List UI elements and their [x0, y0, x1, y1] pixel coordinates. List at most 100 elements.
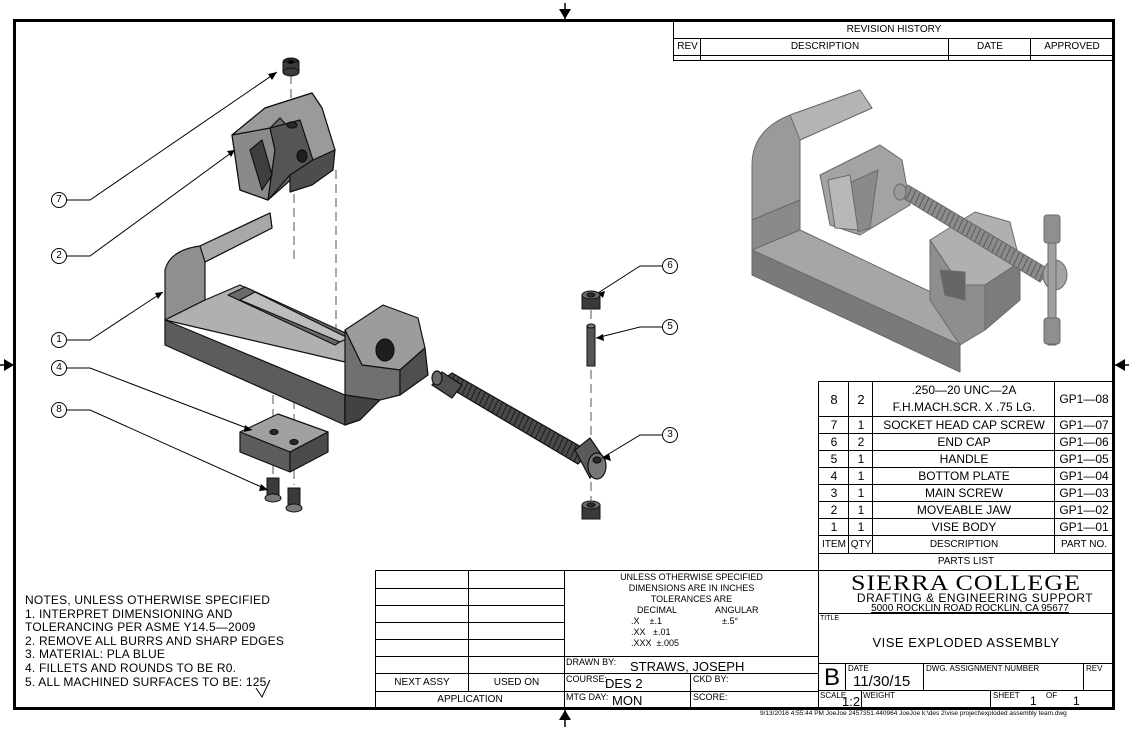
sheet-size: B [823, 664, 840, 691]
scale-label: SCALE [820, 691, 847, 700]
parts-row-partno: GP1—08 [1059, 392, 1109, 406]
end-caps [581, 290, 601, 520]
mtg-day-label: MTG DAY: [566, 692, 609, 702]
ckd-by-label: CKD BY: [693, 674, 729, 684]
title-block-lines [255, 20, 1114, 708]
leader-lines [66, 71, 663, 491]
note-line: 3. MATERIAL: PLA BLUE [25, 647, 166, 662]
of-label: OF [1046, 691, 1058, 700]
plot-stamp: 9/13/2016 4:55:44 PM JoeJoe 2457351.4409… [760, 710, 1067, 717]
balloon-7: 7 [56, 194, 62, 205]
rev-header: REV [677, 41, 698, 52]
balloon-6: 6 [667, 260, 673, 271]
note-line: NOTES, UNLESS OTHERWISE SPECIFIED [25, 593, 271, 607]
parts-row-item: 4 [830, 469, 838, 483]
parts-row-item: 5 [830, 452, 838, 466]
dwg-number-label: DWG. ASSIGNMENT NUMBER [926, 664, 1040, 673]
item-header: ITEM [822, 539, 846, 550]
leader-arrows [155, 72, 611, 491]
description-header: DESCRIPTION [929, 539, 999, 550]
parts-row-item: 3 [830, 486, 838, 500]
decimal-label: DECIMAL [637, 605, 678, 615]
assembled-view [751, 89, 1068, 373]
parts-row-desc: BOTTOM PLATE [918, 469, 1010, 483]
scale-value: 1:2 [842, 694, 861, 709]
parts-row-partno: GP1—03 [1059, 486, 1109, 500]
balloon-circles [51, 192, 678, 443]
decimal-tolerance: .X ±.1 [631, 616, 662, 626]
decimal-tolerance: .XX ±.01 [631, 627, 671, 637]
tolerance-heading: TOLERANCES ARE [650, 594, 733, 604]
note-line: 4. FILLETS AND ROUNDS TO BE R0. [25, 660, 237, 675]
note-line: 1. INTERPRET DIMENSIONING AND [25, 606, 233, 621]
parts-row-qty: 1 [857, 469, 865, 483]
school-logo: SIERRA COLLEGE [851, 570, 1081, 595]
title-label: TITLE [820, 615, 840, 622]
parts-row-qty: 1 [857, 520, 865, 534]
balloon-1: 1 [56, 334, 62, 345]
parts-row-qty: 1 [857, 418, 865, 432]
parts-row-partno: GP1—04 [1059, 469, 1109, 483]
tolerance-heading: UNLESS OTHERWISE SPECIFIED [620, 572, 763, 582]
parts-row-partno: GP1—07 [1059, 418, 1109, 432]
date-value: 11/30/15 [853, 673, 911, 690]
tolerance-heading: DIMENSIONS ARE IN INCHES [628, 583, 755, 593]
vise-body [164, 212, 429, 426]
parts-row-desc: VISE BODY [931, 520, 997, 534]
center-marks [0, 3, 1129, 727]
general-notes: NOTES, UNLESS OTHERWISE SPECIFIED 1. INT… [25, 593, 285, 689]
parts-row-desc: .250—20 UNC—2A [911, 383, 1017, 397]
parts-row-item: 1 [830, 520, 838, 534]
revision-history-title: REVISION HISTORY [846, 24, 942, 35]
course-value: DES 2 [605, 676, 643, 691]
mtg-day-value: MON [612, 693, 643, 708]
parts-list-title: PARTS LIST [937, 556, 995, 567]
sheet-border [13, 19, 1115, 710]
balloon-8: 8 [56, 404, 62, 415]
balloon-4: 4 [56, 362, 62, 373]
parts-row-partno: GP1—05 [1059, 452, 1109, 466]
note-line: 2. REMOVE ALL BURRS AND SHARP EDGES [25, 633, 285, 648]
qty-header: QTY [850, 539, 872, 550]
parts-row-desc: SOCKET HEAD CAP SCREW [883, 418, 1045, 432]
department-name: DRAFTING & ENGINEERING SUPPORT [856, 591, 1094, 605]
parts-row-qty: 2 [857, 435, 865, 449]
parts-row-qty: 1 [857, 503, 865, 517]
note-line: TOLERANCING PER ASME Y14.5—2009 [25, 620, 256, 635]
date-label: DATE [848, 664, 869, 673]
approved-header: APPROVED [1044, 41, 1100, 52]
of-value: 1 [1073, 694, 1080, 708]
description-header: DESCRIPTION [790, 41, 860, 52]
balloon-3: 3 [667, 429, 673, 440]
parts-row-item: 2 [830, 503, 838, 517]
parts-row-desc: MOVEABLE JAW [916, 503, 1012, 517]
course-label: COURSE: [566, 674, 608, 684]
date-header: DATE [977, 41, 1003, 52]
bottom-plate [239, 413, 329, 473]
moveable-jaw [231, 92, 336, 201]
drawn-by-label: DRAWN BY: [566, 657, 617, 667]
drawing-title: VISE EXPLODED ASSEMBLY [872, 635, 1060, 650]
used-on-label: USED ON [493, 677, 540, 688]
parts-row-partno: GP1—02 [1059, 503, 1109, 517]
parts-row-partno: GP1—01 [1059, 520, 1109, 534]
angular-tolerance: ±.5° [722, 616, 739, 626]
parts-row-qty: 1 [857, 452, 865, 466]
school-address: 5000 ROCKLIN ROAD ROCKLIN, CA 95677 [871, 603, 1069, 614]
parts-row-desc: MAIN SCREW [925, 486, 1003, 500]
sheet-value: 1 [1030, 694, 1037, 708]
drawn-by-value: STRAWS, JOSEPH [630, 659, 745, 674]
decimal-tolerance: .XXX ±.005 [631, 638, 679, 648]
rev-label: REV [1086, 664, 1103, 673]
cap-screw-top [282, 57, 300, 77]
parts-row-desc: HANDLE [939, 452, 989, 466]
handle-rod [586, 323, 596, 367]
parts-row-desc: F.H.MACH.SCR. X .75 LG. [892, 400, 1036, 414]
application-label: APPLICATION [437, 694, 503, 705]
main-screw [431, 370, 607, 480]
parts-row-item: 6 [830, 435, 838, 449]
parts-row-desc: END CAP [937, 435, 991, 449]
parts-row-qty: 1 [857, 486, 865, 500]
balloon-5: 5 [667, 321, 673, 332]
part-no-header: PART NO. [1060, 539, 1108, 550]
